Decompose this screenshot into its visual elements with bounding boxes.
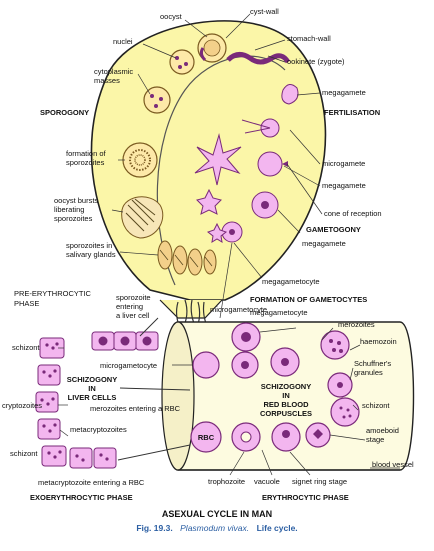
- sporozoite-entry-arrow: [139, 317, 159, 337]
- label-haemozoin: haemozoin: [360, 337, 397, 346]
- figure-caption: Fig. 19.3. Plasmodum vivax. Life cycle.: [136, 518, 297, 535]
- label-schizont-left: schizont: [12, 343, 40, 352]
- label-sporozoites-in: sporozoites in: [66, 241, 112, 250]
- label-megagamete-top: megagamete: [322, 88, 366, 97]
- label-salivary-glands: salivary glands: [66, 250, 116, 259]
- leader-lines: [58, 13, 400, 476]
- label-a-liver-cell: a liver cell: [116, 311, 150, 320]
- label-megagamete-mid: megagamete: [322, 181, 366, 190]
- label-schizogony-rbc-2: IN: [282, 391, 290, 400]
- rbc-contents: [241, 332, 352, 438]
- caption-species: Plasmodum vivax.: [180, 523, 249, 533]
- label-cyst-wall: cyst-wall: [250, 7, 279, 16]
- label-schizogony-liver-3: LIVER CELLS: [68, 393, 117, 402]
- label-formation-of-gametocytes: FORMATION OF GAMETOCYTES: [250, 295, 367, 304]
- bursting-oocyst: [121, 196, 164, 239]
- label-sporozoite: sporozoite: [116, 293, 151, 302]
- label-megagamete-low: megagamete: [302, 239, 346, 248]
- label-phase: PHASE: [14, 299, 39, 308]
- amoeboid-mark: [313, 429, 323, 439]
- stomach-wall-inner: [156, 55, 286, 286]
- label-schizont-bottom: schizont: [10, 449, 38, 458]
- label-microgametocyte-low: microgametocyte: [100, 361, 157, 370]
- fertilisation-cells: [199, 47, 299, 243]
- label-microgametocyte-top: microgametocyte: [210, 305, 267, 314]
- label-exoerythrocytic-phase: EXOERYTHROCYTIC PHASE: [30, 493, 133, 502]
- label-cone-of-reception: cone of reception: [324, 209, 382, 218]
- microgamete-stars: [194, 133, 242, 243]
- label-schizogony-rbc-3: RED BLOOD: [264, 400, 310, 409]
- label-merozoites: merozoites: [338, 320, 375, 329]
- metacryptozoite-entry-arrow: [117, 444, 191, 461]
- label-cryptozoites: cryptozoites: [2, 401, 42, 410]
- label-nuclei: nuclei: [113, 37, 133, 46]
- label-liberating: liberating: [54, 205, 84, 214]
- label-schizogony-liver-2: IN: [88, 384, 96, 393]
- label-gametogony: GAMETOGONY: [306, 225, 361, 234]
- label-sporozoites-2: sporozoites: [54, 214, 93, 223]
- label-entering: entering: [116, 302, 143, 311]
- label-stage: stage: [366, 435, 384, 444]
- label-oocyst-bursts: oocyst bursts: [54, 196, 98, 205]
- label-signet-ring-stage: signet ring stage: [292, 477, 347, 486]
- label-schuffners: Schuffner's: [354, 359, 391, 368]
- label-sporogony: SPOROGONY: [40, 108, 89, 117]
- label-ookinete: ookinete (zygote): [287, 57, 345, 66]
- label-vacuole: vacuole: [254, 477, 280, 486]
- label-schizont-right: schizont: [362, 401, 390, 410]
- label-erythrocytic-phase: ERYTHROCYTIC PHASE: [262, 493, 349, 502]
- label-granules: granules: [354, 368, 383, 377]
- label-metacryptozoite-entering: metacryptozoite entering a RBC: [38, 478, 145, 487]
- label-asexual-cycle: ASEXUAL CYCLE IN MAN: [162, 509, 272, 519]
- label-schizogony-rbc-1: SCHIZOGONY: [261, 382, 311, 391]
- label-metacryptozoites: metacryptozoites: [70, 425, 127, 434]
- label-megagametocyte-right: megagametocyte: [262, 277, 320, 286]
- label-merozoites-entering: merozoites entering a RBC: [90, 404, 181, 413]
- label-amoeboid: amoeboid: [366, 426, 399, 435]
- label-blood-vessel: blood vessel: [372, 460, 414, 469]
- label-rbc: RBC: [198, 433, 215, 442]
- label-microgamete: microgamete: [322, 159, 365, 168]
- label-sporozoites: sporozoites: [66, 158, 105, 167]
- label-megagametocyte-low: megagametocyte: [250, 308, 308, 317]
- label-fertilisation: FERTILISATION: [324, 108, 380, 117]
- label-oocyst: oocyst: [160, 12, 183, 21]
- oocyst-group: [122, 33, 227, 178]
- caption-fig-number: Fig. 19.3.: [136, 523, 172, 533]
- label-schizogony-rbc-4: CORPUSCLES: [260, 409, 312, 418]
- label-formation-of: formation of: [66, 149, 107, 158]
- caption-rest: Life cycle.: [257, 523, 298, 533]
- label-pre-erythrocytic: PRE-ERYTHROCYTIC: [14, 289, 92, 298]
- label-cytoplasmic: cytoplasmic: [94, 67, 133, 76]
- label-trophozoite: trophozoite: [208, 477, 245, 486]
- label-schizogony-liver-1: SCHIZOGONY: [67, 375, 117, 384]
- merozoite-entry-arrow: [119, 387, 191, 391]
- vacuole-mark: [240, 431, 252, 443]
- label-masses: masses: [94, 76, 120, 85]
- label-stomach-wall: stomach-wall: [287, 34, 331, 43]
- liver-cells: [35, 331, 159, 469]
